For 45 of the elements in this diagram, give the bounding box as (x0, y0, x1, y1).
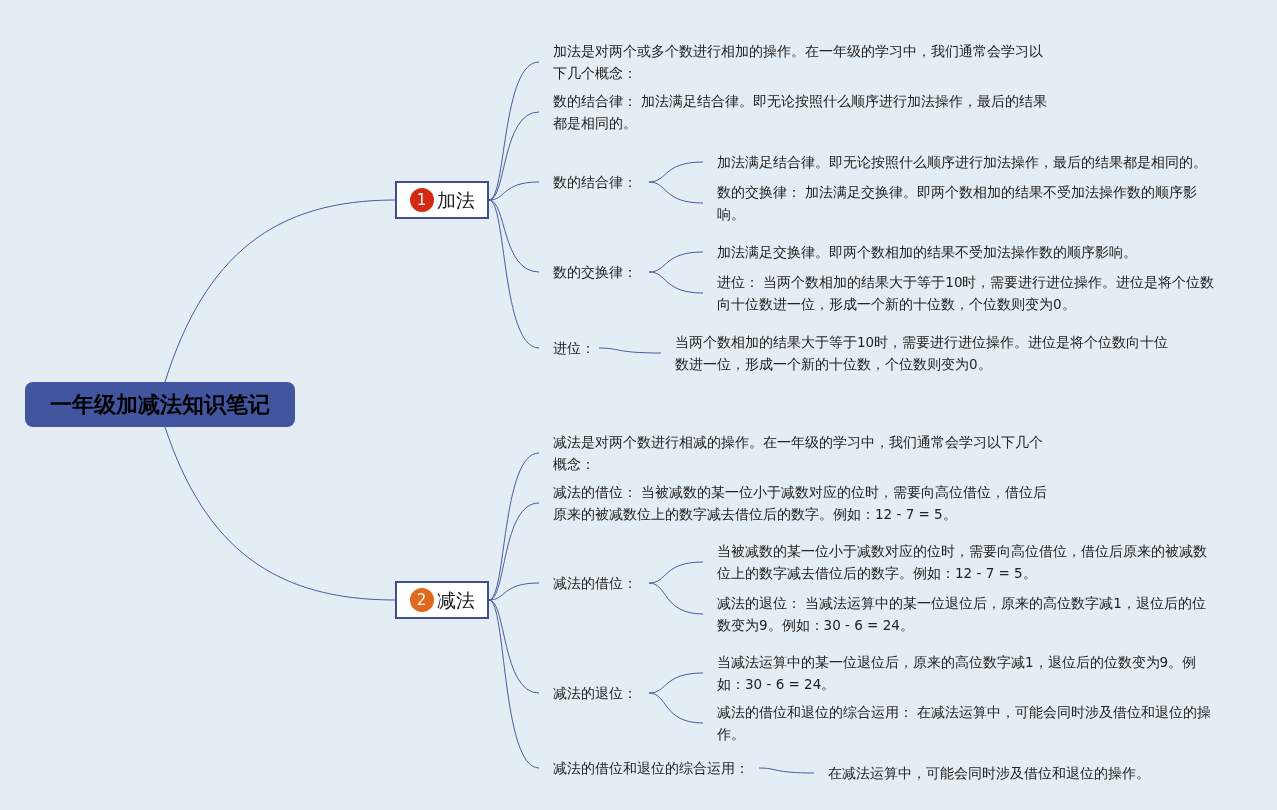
topic-text: 减法的借位： 当被减数的某一位小于减数对应的位时，需要向高位借位，借位后原来的被减数位上的数字减去借位后的数字。例如：12 - 7 = 5。 (539, 481, 1051, 525)
number-badge: 1 (409, 188, 434, 212)
number-badge: 2 (409, 588, 434, 612)
branch-line (488, 582, 540, 601)
branch-line (488, 502, 540, 601)
branch-line (164, 426, 396, 601)
topic-text: 减法的借位和退位的综合运用： 在减法运算中，可能会同时涉及借位和退位的操作。 (703, 701, 1215, 745)
branch-topic-box (395, 181, 489, 219)
branch-line (598, 347, 662, 354)
topic-text: 数的交换律： (539, 261, 649, 283)
topic-text: 加法满足结合律。即无论按照什么顺序进行加法操作，最后的结果都是相同的。 (703, 151, 1213, 173)
branch-title: 减法 (436, 589, 475, 611)
branch-line (648, 251, 704, 273)
topic-text: 当两个数相加的结果大于等于10时，需要进行进位操作。进位是将个位数向十位数进一位，形成一个新的十位数，个位数则变为0。 (661, 331, 1170, 375)
topic-text: 减法是对两个数进行相减的操作。在一年级的学习中，我们通常会学习以下几个概念： (539, 431, 1051, 475)
topic-text: 当减法运算中的某一位退位后，原来的高位数字减1，退位后的位数变为9。例如：30 - 6 = 24。 (703, 651, 1213, 695)
topic-text: 数的交换律： 加法满足交换律。即两个数相加的结果不受加法操作数的顺序影响。 (703, 181, 1207, 225)
branch-line (648, 161, 704, 183)
topic-text: 数的结合律： 加法满足结合律。即无论按照什么顺序进行加法操作，最后的结果都是相同的。 (539, 90, 1051, 134)
topic-text: 进位： (539, 337, 599, 359)
topic-text: 减法的借位和退位的综合运用： (539, 757, 759, 779)
branch-line (648, 672, 704, 694)
branch-line (488, 181, 540, 201)
branch-line (758, 767, 815, 774)
branch-line (488, 111, 540, 201)
central-topic: 一年级加减法知识笔记 (25, 382, 295, 427)
topic-text: 加法满足交换律。即两个数相加的结果不受加法操作数的顺序影响。 (703, 241, 1213, 263)
topic-text: 在减法运算中，可能会同时涉及借位和退位的操作。 (814, 762, 1154, 784)
branch-line (488, 199, 540, 349)
topic-text: 数的结合律： (539, 171, 649, 193)
branch-line (648, 561, 704, 584)
branch-line (648, 181, 704, 204)
topic-text: 减法的借位： (539, 572, 649, 594)
branch-line (648, 582, 704, 615)
branch-line (488, 599, 540, 769)
topic-text: 加法是对两个或多个数进行相加的操作。在一年级的学习中，我们通常会学习以下几个概念： (539, 40, 1051, 84)
topic-text: 减法的退位： (539, 682, 649, 704)
topic-text: 进位： 当两个数相加的结果大于等于10时，需要进行进位操作。进位是将个位数向十位数进一位，形成一个新的十位数，个位数则变为0。 (703, 271, 1215, 315)
branch-line (648, 692, 704, 724)
branch-line (164, 199, 396, 383)
topic-text: 当被减数的某一位小于减数对应的位时，需要向高位借位，借位后原来的被减数位上的数字减去借位后的数字。例如：12 - 7 = 5。 (703, 540, 1213, 584)
topic-text: 减法的退位： 当减法运算中的某一位退位后，原来的高位数字减1，退位后的位数变为9。例如：30 - 6 = 24。 (703, 592, 1213, 636)
branch-topic-box (395, 581, 489, 619)
branch-title: 加法 (436, 189, 475, 211)
branch-line (648, 271, 704, 294)
